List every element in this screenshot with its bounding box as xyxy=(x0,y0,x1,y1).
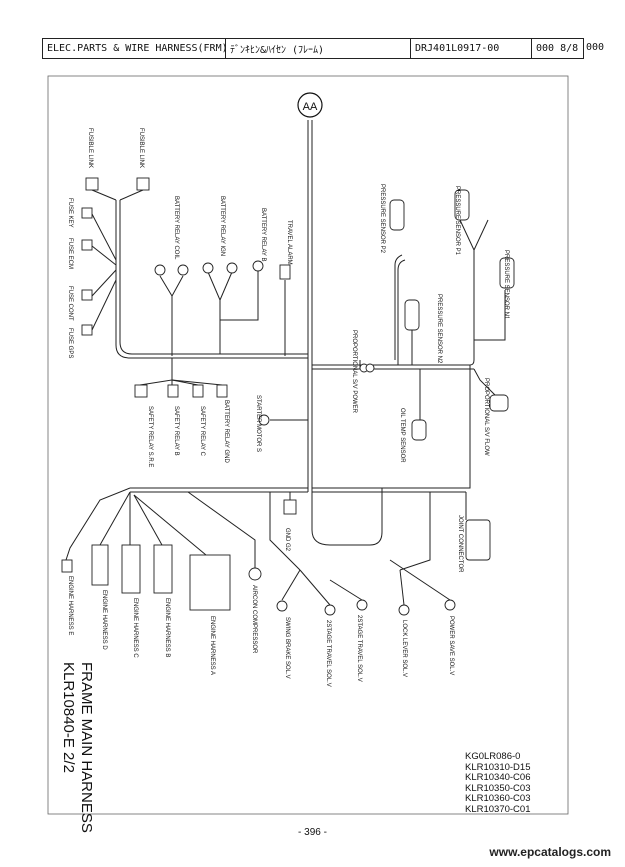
label-fuse-gps: FUSE GPS xyxy=(67,328,73,359)
label-pressure-sensor-p1: PRESSURE SENSOR P1 xyxy=(454,186,460,256)
label-fuse-ecm: FUSE ECM xyxy=(67,238,73,270)
label-engine-harness-a: ENGINE HARNESS A xyxy=(209,616,215,676)
footer-url: www.epcatalogs.com xyxy=(489,845,611,859)
part-number: KLR10310-D15 xyxy=(465,761,531,773)
part-number-list: KG0LR086-0 KLR10310-D15 KLR10340-C06 KLR… xyxy=(465,751,531,816)
part-number: KLR10350-C03 xyxy=(465,782,531,794)
label-pressure-sensor-n1: PRESSURE SENSOR N1 xyxy=(503,250,509,320)
label-proportional-sv-flow: PROPORTIONAL S/V FLOW xyxy=(483,378,489,456)
label-starter-motor-s: STARTER MOTOR S xyxy=(255,395,261,453)
label-battery-relay-coil: BATTERY RELAY COIL xyxy=(173,196,179,260)
label-joint-connector: JOINT CONNECTOR xyxy=(457,515,463,573)
label-power-save-sol: POWER SAVE SOL.V xyxy=(448,616,454,676)
label-fusible-link-1: FUSIBLE LINK xyxy=(87,128,93,169)
label-travel-alarm: TRAVEL ALARM xyxy=(286,220,292,265)
connector-ref: AA xyxy=(303,101,318,113)
label-safety-relay-c: SAFETY RELAY C xyxy=(199,406,205,457)
harness-title: FRAME MAIN HARNESS xyxy=(78,662,95,833)
label-pressure-sensor-p2: PRESSURE SENSOR P2 xyxy=(379,184,385,254)
label-battery-relay-ign: BATTERY RELAY IGN xyxy=(219,196,225,257)
header-page: 000 8/8 xyxy=(536,43,579,54)
part-number: KLR10370-C01 xyxy=(465,803,531,815)
label-oil-temp-sensor: OIL TEMP SENSOR xyxy=(399,408,405,463)
label-proportional-sv-power: PROPORTIONAL S/V POWER xyxy=(351,330,357,414)
part-number: KG0LR086-0 xyxy=(465,751,521,762)
label-pressure-sensor-n2: PRESSURE SENSOR N2 xyxy=(436,294,442,364)
page-number: - 396 - xyxy=(298,827,327,838)
header-subtitle: ﾃﾞﾝｷﾋﾝ&ﾊｲｾﾝ (ﾌﾚｰﾑ) xyxy=(226,39,411,58)
header-extra: 000 xyxy=(586,42,605,53)
label-battery-relay-b: BATTERY RELAY B xyxy=(260,208,266,262)
header-title: ELEC.PARTS & WIRE HARNESS(FRM) xyxy=(43,39,226,58)
label-battery-relay-gnd: BATTERY RELAY GND xyxy=(223,400,229,463)
label-engine-harness-c: ENGINE HARNESS C xyxy=(132,598,138,658)
label-swing-brake-sol: SWING BRAKE SOL.V xyxy=(284,617,290,679)
label-fuse-key: FUSE KEY xyxy=(67,198,73,228)
label-gnd-g2: GND G2 xyxy=(284,528,290,552)
label-safety-relay-sre: SAFETY RELAY S.R.E xyxy=(147,406,153,468)
label-engine-harness-b: ENGINE HARNESS B xyxy=(164,598,170,658)
label-aircon-compressor: AIRCON COMPRESSOR xyxy=(251,585,257,654)
label-2stage-travel-sol-1: 2STAGE TRAVEL SOL.V xyxy=(325,620,331,687)
label-engine-harness-d: ENGINE HARNESS D xyxy=(101,590,107,650)
part-number: KLR10340-C06 xyxy=(465,772,531,784)
label-safety-relay-b: SAFETY RELAY B xyxy=(173,406,179,456)
harness-part-code: KLR10840-E 2/2 xyxy=(60,662,77,773)
label-fuse-cont: FUSE CONT xyxy=(67,286,73,321)
label-lock-lever-sol: LOCK LEVER SOL.V xyxy=(401,620,407,678)
part-number: KLR10360-C03 xyxy=(465,793,531,805)
label-fusible-link-2: FUSIBLE LINK xyxy=(138,128,144,169)
header-doc-number: DRJ401L0917-00 xyxy=(411,39,532,58)
label-2stage-travel-sol-2: 2STAGE TRAVEL SOL.V xyxy=(356,615,362,682)
header-bar: ELEC.PARTS & WIRE HARNESS(FRM) ﾃﾞﾝｷﾋﾝ&ﾊｲ… xyxy=(42,38,584,59)
label-engine-harness-e: ENGINE HARNESS E xyxy=(67,576,73,636)
